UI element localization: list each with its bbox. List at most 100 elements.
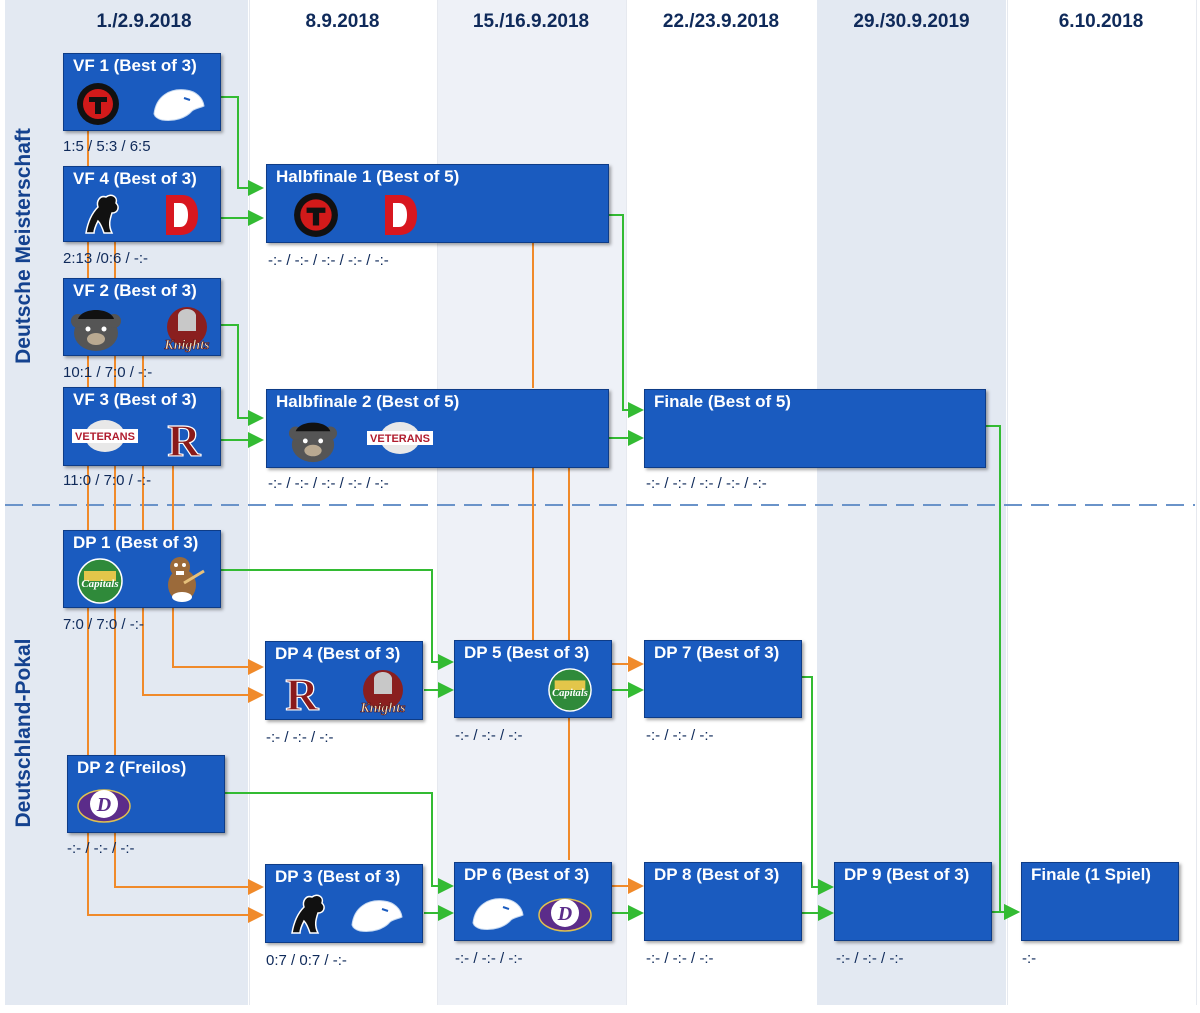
tornados-logo-icon [294, 193, 338, 237]
d-letter-logo-icon [166, 195, 198, 235]
match-title: DP 7 (Best of 3) [654, 643, 780, 662]
capitals-logo-text: Capitals [552, 688, 588, 699]
d-badge-logo-icon: D [538, 898, 592, 932]
horse-logo-icon [291, 894, 325, 934]
knights-logo-text: Knights [163, 338, 210, 353]
line-vf2-to-dp4 [142, 355, 264, 703]
line-vf1-to-hf1 [220, 96, 264, 196]
beaver-logo-icon [168, 557, 205, 602]
score-hf1: -:- / -:- / -:- / -:- / -:- [268, 252, 389, 269]
match-box-vf2[interactable]: VF 2 (Best of 3) Knights [63, 278, 221, 356]
match-title: DP 1 (Best of 3) [73, 533, 199, 552]
column-bg-5 [817, 0, 1006, 1005]
horse-logo-icon [85, 194, 119, 234]
bear-logo-icon [71, 310, 121, 351]
score-dp5: -:- / -:- / -:- [455, 727, 523, 744]
match-title: DP 4 (Best of 3) [275, 644, 401, 663]
knights-logo-text: Knights [359, 701, 406, 716]
veterans-logo-text: VETERANS [370, 433, 430, 445]
match-box-dp2[interactable]: DP 2 (Freilos) D [67, 755, 225, 833]
score-vf1: 1:5 / 5:3 / 6:5 [63, 138, 151, 155]
knights-logo-icon: Knights [163, 307, 210, 353]
d-badge-text: D [96, 794, 111, 816]
match-box-dp7[interactable]: DP 7 (Best of 3) [644, 640, 802, 718]
score-hf2: -:- / -:- / -:- / -:- / -:- [268, 475, 389, 492]
match-box-dp4[interactable]: DP 4 (Best of 3) R Knights [265, 641, 423, 720]
match-box-vf3[interactable]: VF 3 (Best of 3) VETERANS R [63, 387, 221, 466]
match-box-dp9[interactable]: DP 9 (Best of 3) [834, 862, 992, 941]
column-bg-4 [626, 0, 817, 1005]
score-dp4: -:- / -:- / -:- [266, 729, 334, 746]
column-bg-6 [1007, 0, 1197, 1005]
match-box-vf4[interactable]: VF 4 (Best of 3) [63, 166, 221, 242]
capitals-logo-text: Capitals [81, 578, 118, 590]
panther-logo-icon [351, 900, 403, 932]
match-box-dp3[interactable]: DP 3 (Best of 3) [265, 864, 423, 943]
score-dp8: -:- / -:- / -:- [646, 950, 714, 967]
score-vf4: 2:13 /0:6 / -:- [63, 250, 149, 267]
d-badge-text: D [557, 903, 572, 925]
match-box-dp1[interactable]: DP 1 (Best of 3) Capitals [63, 530, 221, 608]
match-box-finale[interactable]: Finale (Best of 5) [644, 389, 986, 468]
match-box-vf1[interactable]: VF 1 (Best of 3) [63, 53, 221, 131]
score-pokal-finale: -:- [1022, 950, 1037, 967]
capitals-logo-icon: Capitals [548, 668, 592, 712]
match-box-hf2[interactable]: Halbfinale 2 (Best of 5) VETERANS [266, 389, 609, 468]
score-vf3: 11:0 / 7:0 / -:- [63, 472, 152, 489]
match-box-hf1[interactable]: Halbfinale 1 (Best of 5) [266, 164, 609, 243]
match-title: VF 4 (Best of 3) [73, 169, 197, 188]
match-title: DP 2 (Freilos) [77, 758, 187, 777]
match-title: DP 8 (Best of 3) [654, 865, 780, 884]
score-dp2: -:- / -:- / -:- [67, 840, 135, 857]
d-badge-logo-icon: D [77, 789, 131, 823]
column-header-1: 1./2.9.2018 [96, 11, 192, 32]
panther-logo-icon [153, 89, 205, 121]
veterans-logo-icon: VETERANS [367, 422, 433, 454]
veterans-logo-icon: VETERANS [72, 420, 138, 452]
bear-logo-icon [288, 422, 338, 463]
match-title: DP 3 (Best of 3) [275, 867, 401, 886]
r-letter-logo-icon: R [167, 414, 202, 462]
column-header-3: 15./16.9.2018 [472, 11, 590, 32]
line-vf2-to-hf2 [220, 324, 264, 426]
match-title: DP 9 (Best of 3) [844, 865, 970, 884]
match-title: Finale (Best of 5) [654, 392, 791, 411]
capitals-logo-icon: Capitals [77, 558, 123, 604]
score-dp3: 0:7 / 0:7 / -:- [266, 952, 347, 969]
match-box-dp8[interactable]: DP 8 (Best of 3) [644, 862, 802, 941]
score-finale: -:- / -:- / -:- / -:- / -:- [646, 475, 767, 492]
match-box-dp6[interactable]: DP 6 (Best of 3) D [454, 862, 612, 941]
match-title: Halbfinale 2 (Best of 5) [276, 392, 460, 411]
panther-logo-icon [472, 898, 524, 930]
score-dp1: 7:0 / 7:0 / -:- [63, 616, 144, 633]
line-dp7-to-dp9 [800, 676, 834, 895]
score-dp7: -:- / -:- / -:- [646, 727, 714, 744]
line-finale-to-pokal-finale [985, 425, 1020, 920]
match-title: DP 6 (Best of 3) [464, 865, 590, 884]
line-dp1-to-dp5 [220, 569, 454, 670]
column-header-5: 29./30.9.2019 [853, 11, 970, 32]
match-title: Finale (1 Spiel) [1031, 865, 1151, 884]
d-letter-logo-icon [385, 195, 417, 235]
match-title: DP 5 (Best of 3) [464, 643, 590, 662]
line-hf1-to-finale [608, 214, 644, 418]
match-title: VF 1 (Best of 3) [73, 56, 197, 75]
column-header-4: 22./23.9.2018 [662, 11, 780, 32]
r-logo-text: R [285, 669, 319, 716]
match-title: VF 2 (Best of 3) [73, 281, 197, 300]
score-dp6: -:- / -:- / -:- [455, 950, 523, 967]
line-dp2-to-dp6 [224, 792, 454, 894]
match-box-dp5[interactable]: DP 5 (Best of 3) Capitals [454, 640, 612, 718]
match-title: Halbfinale 1 (Best of 5) [276, 167, 460, 186]
veterans-logo-text: VETERANS [75, 431, 135, 443]
score-vf2: 10:1 / 7:0 / -:- [63, 364, 153, 381]
r-letter-logo-icon: R [285, 668, 320, 716]
match-title: VF 3 (Best of 3) [73, 390, 197, 409]
knights-logo-icon: Knights [359, 670, 406, 716]
match-box-pokal-finale[interactable]: Finale (1 Spiel) [1021, 862, 1179, 941]
column-header-2: 8.9.2018 [305, 11, 380, 32]
column-header-6: 6.10.2018 [1058, 11, 1144, 32]
tornados-logo-icon [77, 83, 119, 125]
score-dp9: -:- / -:- / -:- [836, 950, 904, 967]
r-logo-text: R [167, 415, 201, 462]
